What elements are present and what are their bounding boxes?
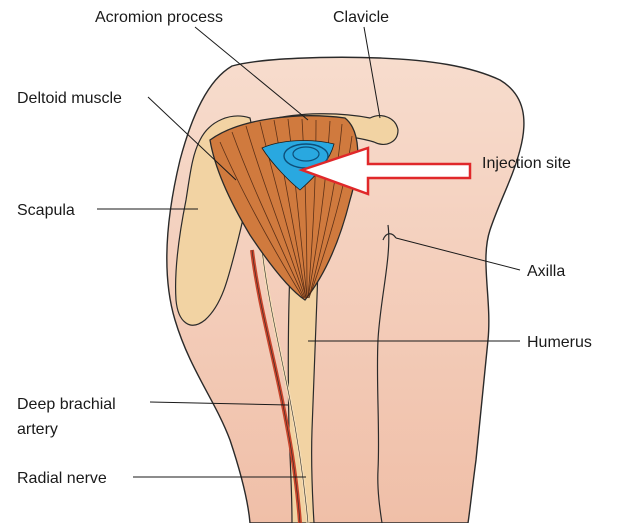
label-injection-site: Injection site <box>482 155 571 172</box>
label-acromion-process: Acromion process <box>95 9 223 26</box>
label-humerus: Humerus <box>527 334 592 351</box>
label-deep-brachial-line2: artery <box>17 421 58 438</box>
label-scapula: Scapula <box>17 202 75 219</box>
label-clavicle: Clavicle <box>333 9 389 26</box>
label-deltoid-muscle: Deltoid muscle <box>17 90 122 107</box>
label-radial-nerve: Radial nerve <box>17 470 107 487</box>
label-axilla: Axilla <box>527 263 565 280</box>
label-deep-brachial-line1: Deep brachial <box>17 396 116 413</box>
